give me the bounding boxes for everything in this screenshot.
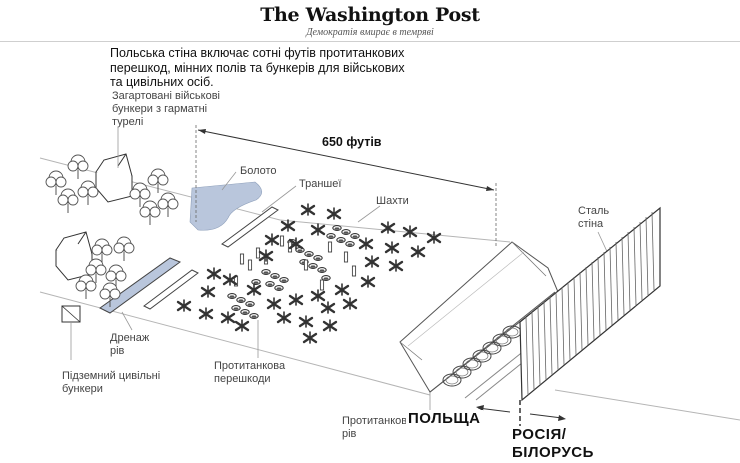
shaft-hole-icon [227,225,360,319]
label-underground-bunkers: Підземний цивільні бункери [62,370,161,395]
label-swamp: Болото [240,165,277,177]
label-drainage-ditch: Дренаж рів [110,332,150,357]
house-icon [55,231,93,281]
distance-label: 650 футів [322,135,382,149]
label-antitank-obstacles: Протитанкова перешкоди [214,360,286,385]
masthead-divider [0,41,740,42]
label-military-bunkers: Загартовані військові бункери з гарматні… [112,90,220,128]
country-label-russia-belarus: РОСІЯ/ БІЛОРУСЬ [510,426,624,462]
underground-bunker-icon [61,305,81,360]
country-label-poland: ПОЛЬЩА [406,410,483,428]
trenches [143,206,279,310]
distance-dimension-line [195,125,497,248]
steel-wall [519,206,661,402]
label-shafts: Шахти [376,195,409,207]
label-antitank-ditch: Протитанкова рів [342,415,414,440]
label-steel-wall: Сталь стіна [578,205,610,230]
label-trenches: Траншеї [299,178,342,190]
border-arrows [476,405,566,421]
newspaper-logo[interactable]: The Washington Post [260,4,480,26]
diagram-headline: Польська стіна включає сотні футів проти… [110,46,405,89]
swamp-area [189,181,263,231]
tagline: Демократія вмирає в темряві [306,27,434,38]
house-icon [95,153,133,203]
masthead: The Washington Post Демократія вмирає в … [0,4,740,39]
drainage-ditch [99,257,182,314]
